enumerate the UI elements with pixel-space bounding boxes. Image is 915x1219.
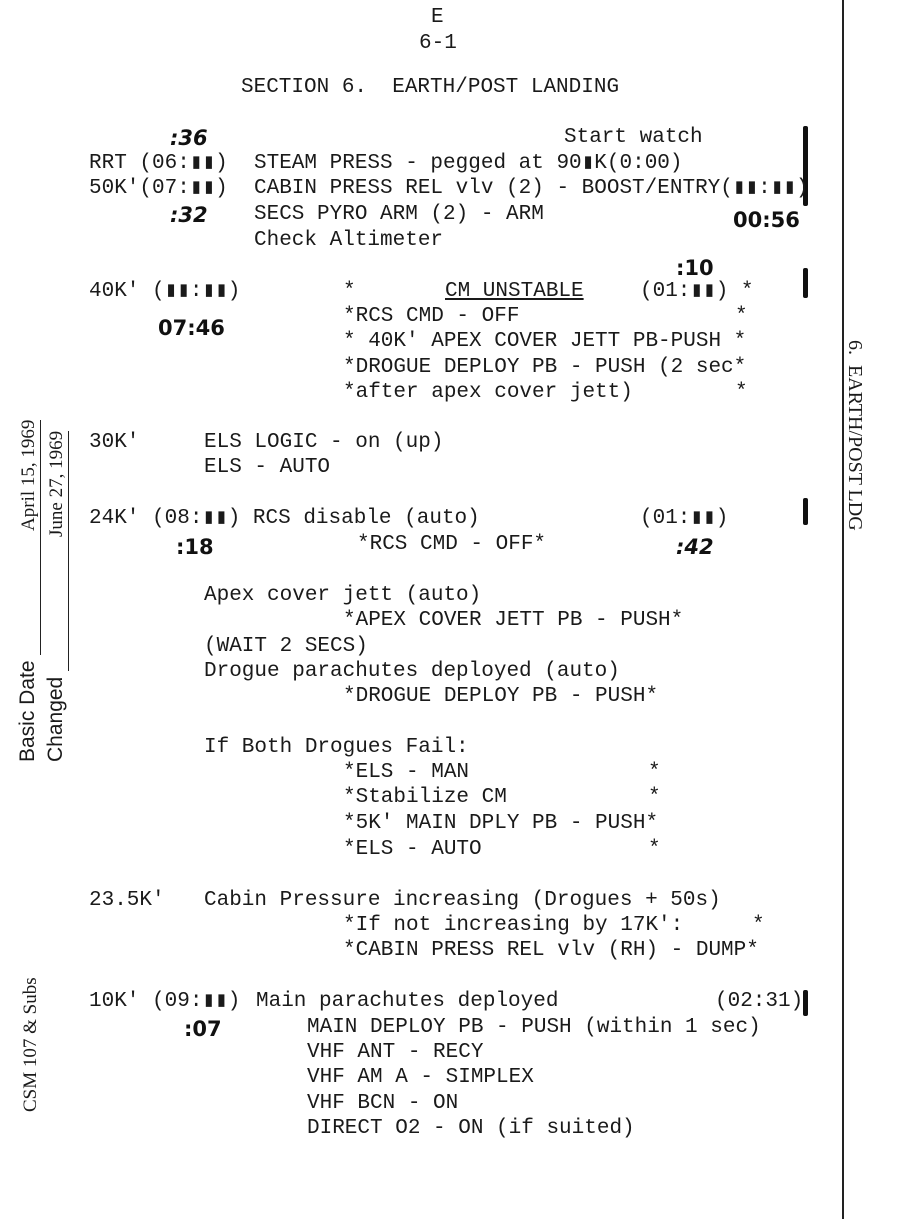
- altitude-50k: 50K'(07:▮▮): [89, 177, 228, 200]
- basic-date-label: Basic Date: [16, 660, 39, 762]
- step: *CABIN PRESS REL vlv (RH) - DUMP*: [343, 939, 759, 962]
- right-margin-rule: [842, 0, 844, 1219]
- step: VHF BCN - ON: [307, 1092, 459, 1115]
- changed-date-row: Changed June 27, 1969: [44, 430, 69, 762]
- step: VHF AM A - SIMPLEX: [307, 1066, 534, 1089]
- star: *: [752, 914, 765, 937]
- section-side-tab: 6. EARTH/POST LDG: [844, 340, 866, 531]
- altitude-30k: 30K': [89, 431, 140, 454]
- altimeter-step: Check Altimeter: [254, 229, 444, 252]
- altitude-10k: 10K' (09:▮▮): [89, 990, 241, 1013]
- step-time: (01:▮▮): [640, 507, 729, 530]
- handwritten-time: :32: [170, 203, 208, 227]
- step: Drogue parachutes deployed (auto): [204, 660, 620, 683]
- step: *RCS CMD - OFF*: [357, 533, 547, 556]
- section-title: SECTION 6. EARTH/POST LANDING: [241, 76, 620, 99]
- step: *5K' MAIN DPLY PB - PUSH*: [343, 812, 659, 835]
- handwritten-time: :10: [676, 256, 714, 280]
- step: *ELS - AUTO: [343, 838, 482, 861]
- cabin-press-step: CABIN PRESS REL vlv (2) - BOOST/ENTRY(▮▮…: [254, 177, 809, 200]
- step: ELS LOGIC - on (up): [204, 431, 444, 454]
- step-time: (02:31): [715, 990, 804, 1013]
- star: *: [648, 838, 661, 861]
- star: *: [735, 305, 748, 328]
- step: (WAIT 2 SECS): [204, 635, 368, 658]
- basic-date-value: April 15, 1969: [18, 419, 41, 655]
- step: *APEX COVER JETT PB - PUSH*: [343, 609, 684, 632]
- cm-unstable-heading: CM UNSTABLE: [445, 280, 584, 303]
- changed-date-label: Changed: [44, 676, 67, 762]
- handwritten-time: :07: [184, 1017, 222, 1041]
- step: *after apex cover jett): [343, 381, 633, 404]
- rrt-label: RRT (06:▮▮): [89, 152, 228, 175]
- cm-unstable-time: (01:▮▮) *: [640, 280, 754, 303]
- basic-date-row: Basic Date April 15, 1969: [16, 419, 41, 762]
- page-number: 6-1: [419, 32, 457, 55]
- start-watch-note: Start watch: [564, 126, 703, 149]
- step: If Both Drogues Fail:: [204, 736, 469, 759]
- changed-date-value: June 27, 1969: [46, 430, 69, 671]
- revision-letter: E: [431, 6, 444, 29]
- handwritten-time: 07:46: [158, 316, 225, 340]
- step: ELS - AUTO: [204, 456, 331, 479]
- step: DIRECT O2 - ON (if suited): [307, 1117, 635, 1140]
- star: *: [343, 280, 356, 303]
- step: *DROGUE DEPLOY PB - PUSH (2 sec*: [343, 356, 747, 379]
- altitude-23-5k: 23.5K': [89, 889, 165, 912]
- change-bar: [803, 126, 808, 206]
- handwritten-time: :42: [676, 535, 714, 559]
- star: *: [648, 761, 661, 784]
- step: * 40K' APEX COVER JETT PB-PUSH *: [343, 330, 747, 353]
- step: MAIN DEPLOY PB - PUSH (within 1 sec): [307, 1016, 761, 1039]
- step: *RCS CMD - OFF: [343, 305, 520, 328]
- step: *ELS - MAN: [343, 761, 470, 784]
- change-bar: [803, 990, 808, 1016]
- change-bar: [803, 498, 808, 525]
- step: *If not increasing by 17K':: [343, 914, 684, 937]
- altitude-40k: 40K' (▮▮:▮▮): [89, 280, 241, 303]
- step: Apex cover jett (auto): [204, 584, 482, 607]
- secs-pyro-step: SECS PYRO ARM (2) - ARM: [254, 203, 544, 226]
- vehicle-label: CSM 107 & Subs: [20, 977, 41, 1112]
- handwritten-time: 00:56: [733, 208, 800, 232]
- steam-press-step: STEAM PRESS - pegged at 90▮K(0:00): [254, 152, 683, 175]
- altitude-24k-step: 24K' (08:▮▮) RCS disable (auto): [89, 507, 480, 530]
- step: VHF ANT - RECY: [307, 1041, 484, 1064]
- step: Main parachutes deployed: [256, 990, 559, 1013]
- step: Cabin Pressure increasing (Drogues + 50s…: [204, 889, 721, 912]
- star: *: [735, 381, 748, 404]
- change-bar: [803, 268, 808, 298]
- handwritten-time: :18: [176, 535, 214, 559]
- step: *DROGUE DEPLOY PB - PUSH*: [343, 685, 659, 708]
- handwritten-time: :36: [170, 126, 208, 150]
- step: *Stabilize CM: [343, 786, 507, 809]
- star: *: [648, 786, 661, 809]
